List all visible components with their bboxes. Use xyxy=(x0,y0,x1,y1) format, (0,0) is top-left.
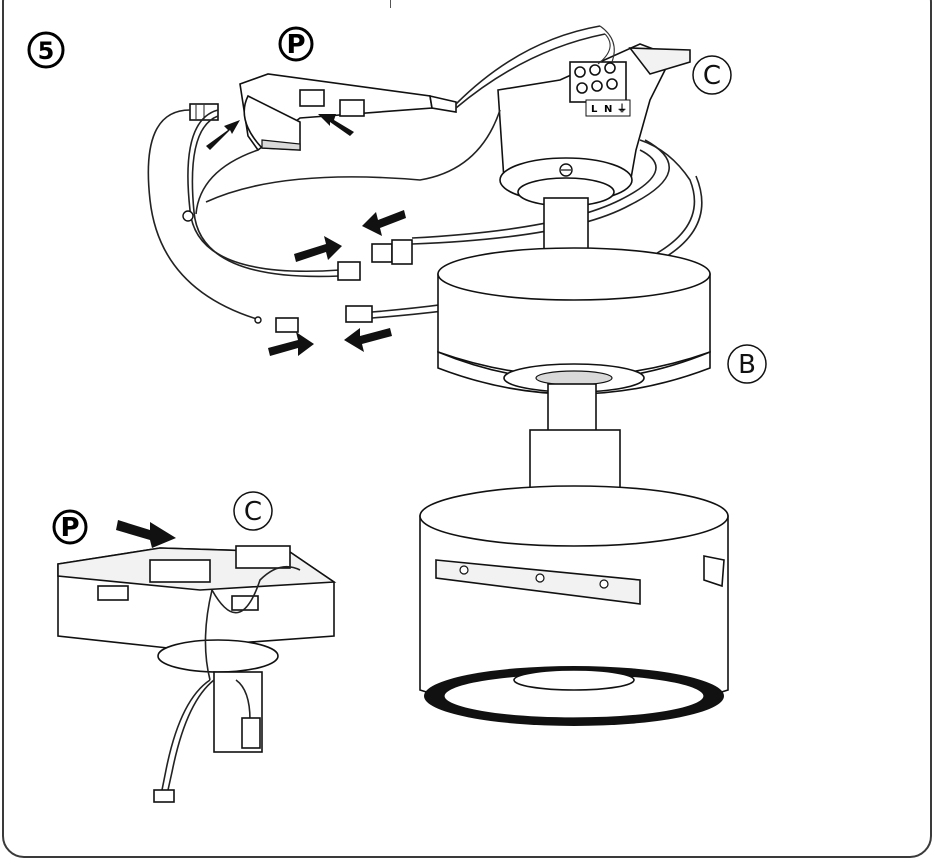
label-p-bottom: P xyxy=(52,509,88,545)
step-number: 5 xyxy=(38,37,55,65)
terminal-block: L N ⏚ xyxy=(569,61,631,117)
label-b: B xyxy=(727,344,767,384)
terminal-n: N xyxy=(604,104,612,115)
assembled-bracket xyxy=(57,545,337,803)
direction-arrows xyxy=(116,114,406,548)
step-badge: 5 xyxy=(27,31,65,69)
terminal-l: L xyxy=(591,104,598,115)
terminal-earth: ⏚ xyxy=(617,103,627,115)
motor-housing xyxy=(437,197,711,435)
svg-text:C: C xyxy=(244,497,262,527)
svg-text:C: C xyxy=(703,61,721,91)
label-c-bottom: C xyxy=(233,491,273,531)
svg-text:B: B xyxy=(738,350,756,380)
receiver-side-connector xyxy=(189,103,219,121)
light-drum xyxy=(419,429,729,726)
plug-connectors xyxy=(275,239,413,333)
label-c-top: C xyxy=(692,55,732,95)
svg-text:P: P xyxy=(286,30,305,60)
receiver-box xyxy=(239,73,457,152)
svg-text:P: P xyxy=(60,513,79,543)
frame-tick xyxy=(390,0,391,8)
label-p-top: P xyxy=(278,26,314,62)
